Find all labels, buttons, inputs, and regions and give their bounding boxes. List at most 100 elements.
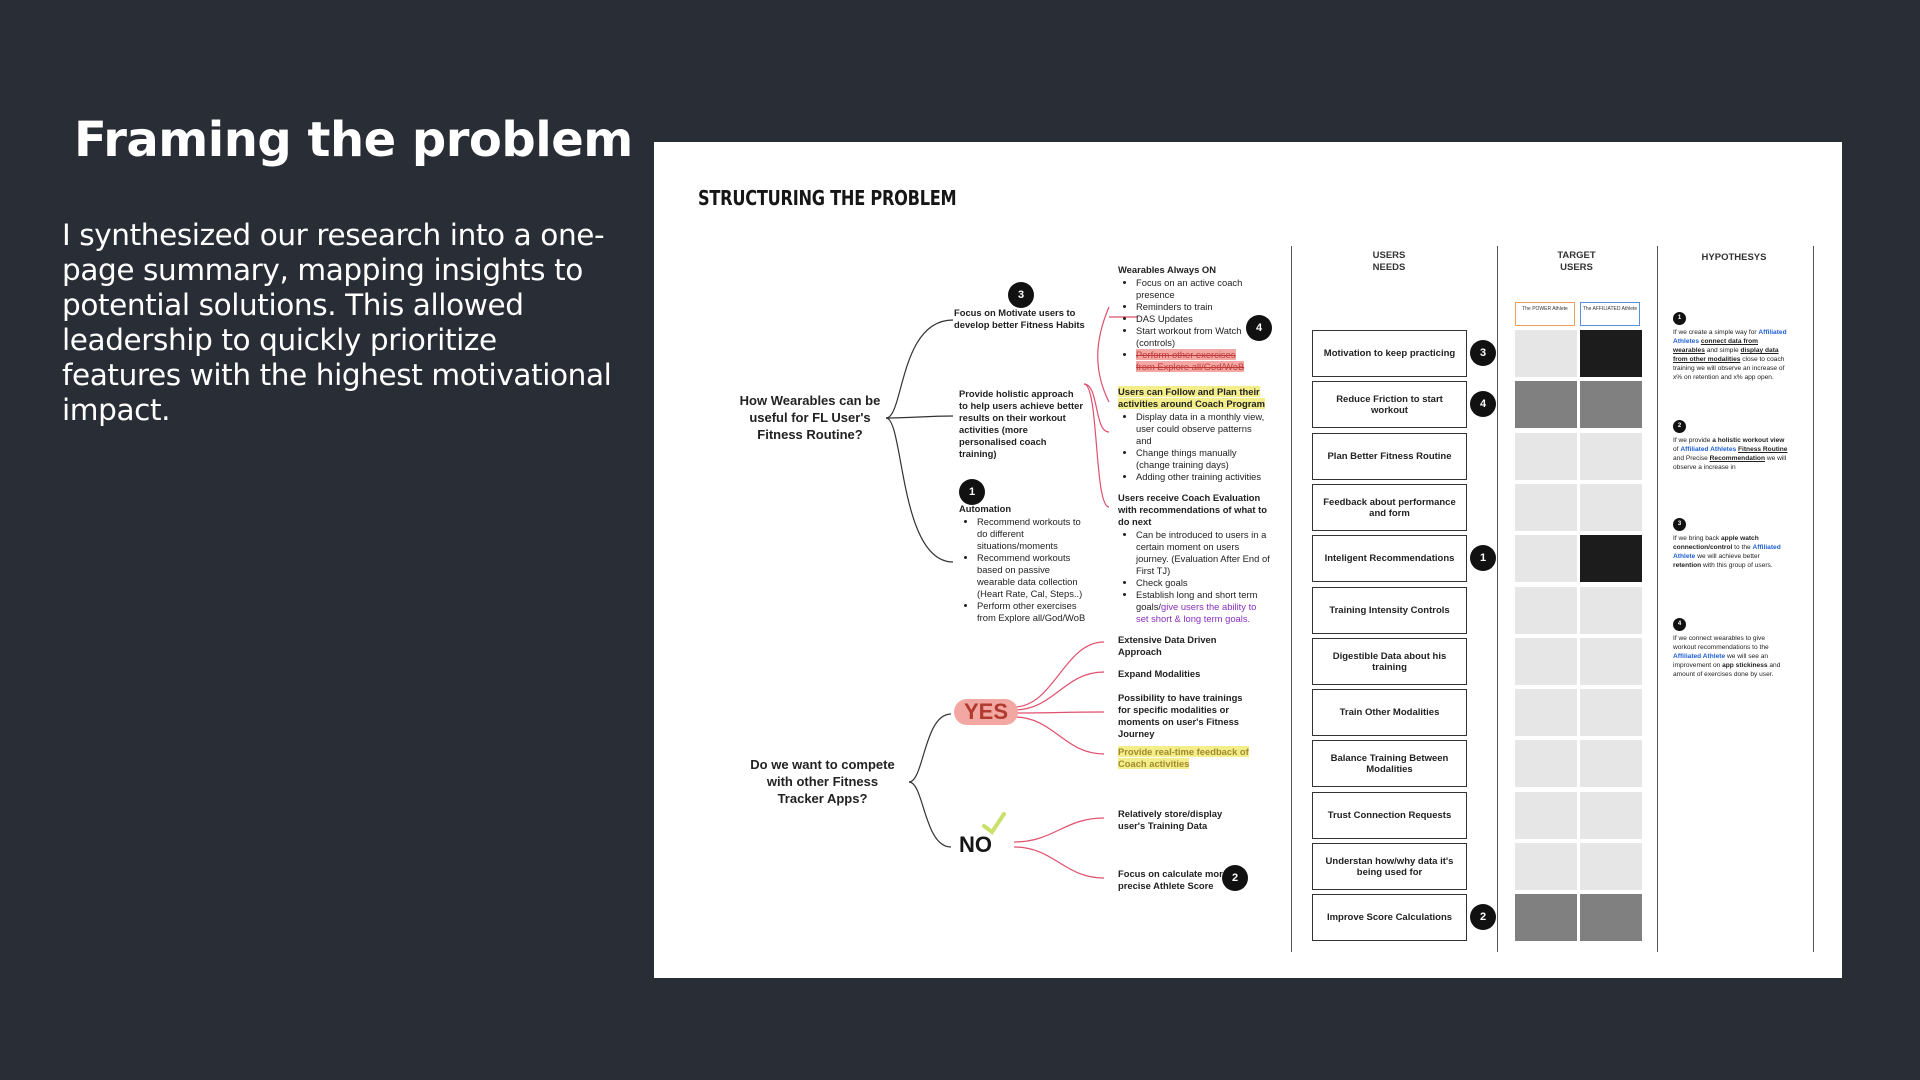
wearables-title: Wearables Always ON <box>1118 264 1216 275</box>
need-row: Train Other Modalities <box>1312 689 1467 736</box>
yes-item: Possibility to have trainings for specif… <box>1118 692 1243 739</box>
branch-line-motivate <box>885 319 954 419</box>
no-item: Relatively store/display user's Training… <box>1118 808 1223 831</box>
question-wearables: How Wearables can be useful for FL User'… <box>739 393 881 442</box>
arrow-no-1 <box>1013 817 1105 843</box>
need-row: Training Intensity Controls <box>1312 587 1467 634</box>
eval-goals: Establish long and short term goals/ <box>1136 589 1258 612</box>
hypo-emph: apple watch connection/control <box>1673 535 1759 551</box>
automation-item: Recommend workouts based on passive wear… <box>977 552 1089 600</box>
target-cell-affiliated <box>1580 433 1642 480</box>
slide-body: I synthesized our research into a one-pa… <box>62 218 612 427</box>
column-divider <box>1657 246 1658 952</box>
hypothesis-badge: 4 <box>1673 618 1686 631</box>
need-row: Inteligent Recommendations <box>1312 535 1467 582</box>
target-cell-power <box>1515 689 1577 736</box>
hypothesis-badge: 3 <box>1673 518 1686 531</box>
wearables-item-struck: Perform other exercises from Explore all… <box>1136 349 1245 372</box>
hypo-text: If we provide <box>1673 437 1713 444</box>
target-cell-power <box>1515 740 1577 787</box>
branch-line-no <box>908 781 952 848</box>
problem-board-image: STRUCTURING THE PROBLEM How Wearables ca… <box>654 142 1842 978</box>
column-divider <box>1813 246 1814 952</box>
wearables-item: Focus on an active coach presence <box>1136 277 1253 301</box>
question-compete: Do we want to compete with other Fitness… <box>750 757 895 806</box>
branch-motivate: Focus on Motivate users to develop bette… <box>954 307 1085 330</box>
need-badge: 4 <box>1470 391 1496 417</box>
no-item: Focus on calculate more precise Athlete … <box>1118 868 1228 891</box>
hypothesis-badge: 1 <box>1673 312 1686 325</box>
hypothesis-4: 4 If we connect wearables to give workou… <box>1673 618 1788 679</box>
yes-item: Expand Modalities <box>1118 668 1201 679</box>
hypothesis-badge: 2 <box>1673 420 1686 433</box>
need-row: Trust Connection Requests <box>1312 792 1467 839</box>
hypothesis-2: 2 If we provide a holistic workout view … <box>1673 420 1788 472</box>
column-header-needs: USERS NEEDS <box>1372 250 1406 273</box>
automation-title: Automation <box>959 503 1012 514</box>
target-chip-power: The POWER Athlete <box>1515 302 1575 326</box>
target-cell-affiliated <box>1580 535 1642 582</box>
need-row: Feedback about performance and form <box>1312 484 1467 531</box>
hypo-text: If we create a simple way for <box>1673 329 1759 336</box>
need-row: Digestible Data about his training <box>1312 638 1467 685</box>
wearables-item: Reminders to train <box>1136 301 1253 313</box>
hypo-text: with this group of users. <box>1701 562 1773 569</box>
wearables-item: DAS Updates <box>1136 313 1253 325</box>
idea-follow: Users can Follow and Plan their activiti… <box>1118 386 1266 483</box>
target-cell-affiliated <box>1580 330 1642 377</box>
target-cell-affiliated <box>1580 894 1642 941</box>
hypo-link: Affiliated Athletes <box>1680 446 1737 453</box>
automation-item: Perform other exercises from Explore all… <box>977 600 1089 624</box>
follow-title: Users can Follow and Plan their activiti… <box>1118 386 1265 409</box>
hypo-text: If we bring back <box>1673 535 1722 542</box>
hypo-link: Affiliated Athlete <box>1673 544 1781 560</box>
wearables-item: Start workout from Watch (controls) <box>1136 325 1253 349</box>
target-cell-affiliated <box>1580 792 1642 839</box>
hypothesis-3: 3 If we bring back apple watch connectio… <box>1673 518 1788 570</box>
target-cell-power <box>1515 330 1577 377</box>
arrow-yes-4 <box>1013 716 1105 755</box>
arrow-follow <box>1083 383 1110 433</box>
arrow-no-2 <box>1013 846 1105 879</box>
arrow-eval <box>1083 383 1110 508</box>
column-divider <box>1291 246 1292 952</box>
eval-item: Check goals <box>1136 577 1270 589</box>
target-cell-affiliated <box>1580 587 1642 634</box>
target-cell-power <box>1515 843 1577 890</box>
yes-item: Provide real-time feedback of Coach acti… <box>1118 746 1249 769</box>
idea-eval: Users receive Coach Evaluation with reco… <box>1118 492 1270 625</box>
need-row: Improve Score Calculations <box>1312 894 1467 941</box>
target-cell-affiliated <box>1580 740 1642 787</box>
target-cell-affiliated <box>1580 381 1642 428</box>
target-cell-affiliated <box>1580 484 1642 531</box>
need-row: Motivation to keep practicing <box>1312 330 1467 377</box>
hypo-emph: Recommendation <box>1709 455 1765 462</box>
badge-2: 2 <box>1222 865 1248 891</box>
connector-lines <box>885 306 1138 879</box>
badge-1: 1 <box>959 479 985 505</box>
hypo-emph: Fitness Routine <box>1738 446 1788 453</box>
branch-line-automation <box>885 417 954 563</box>
hypo-text: and amount of exercises done by user. <box>1673 662 1781 678</box>
target-cell-power <box>1515 587 1577 634</box>
target-cell-affiliated <box>1580 638 1642 685</box>
target-cell-power <box>1515 381 1577 428</box>
column-divider <box>1497 246 1498 952</box>
column-header-hypothesis: HYPOTHESYS <box>1701 252 1767 263</box>
yes-label: YES <box>954 699 1019 725</box>
eval-title: Users receive Coach Evaluation with reco… <box>1118 492 1267 527</box>
board-title: STRUCTURING THE PROBLEM <box>698 186 957 210</box>
arrow-wear-to-follow <box>1097 306 1110 403</box>
slide-title: Framing the problem <box>74 112 633 168</box>
need-row: Understan how/why data it's being used f… <box>1312 843 1467 890</box>
hypo-emph: retention <box>1673 562 1702 569</box>
hypo-emph: display data from other modalities <box>1673 347 1779 363</box>
target-cell-power <box>1515 894 1577 941</box>
branch-holistic: Provide holistic approach to help users … <box>959 388 1084 459</box>
need-badge: 2 <box>1470 904 1496 930</box>
need-row: Plan Better Fitness Routine <box>1312 433 1467 480</box>
eval-goals-note: give users the ability to set short & lo… <box>1136 601 1257 624</box>
hypo-text: we will observe a increase in <box>1673 455 1787 471</box>
hypothesis-1: 1 If we create a simple way for Affiliat… <box>1673 312 1788 382</box>
arrow-yes-1 <box>1013 641 1105 708</box>
